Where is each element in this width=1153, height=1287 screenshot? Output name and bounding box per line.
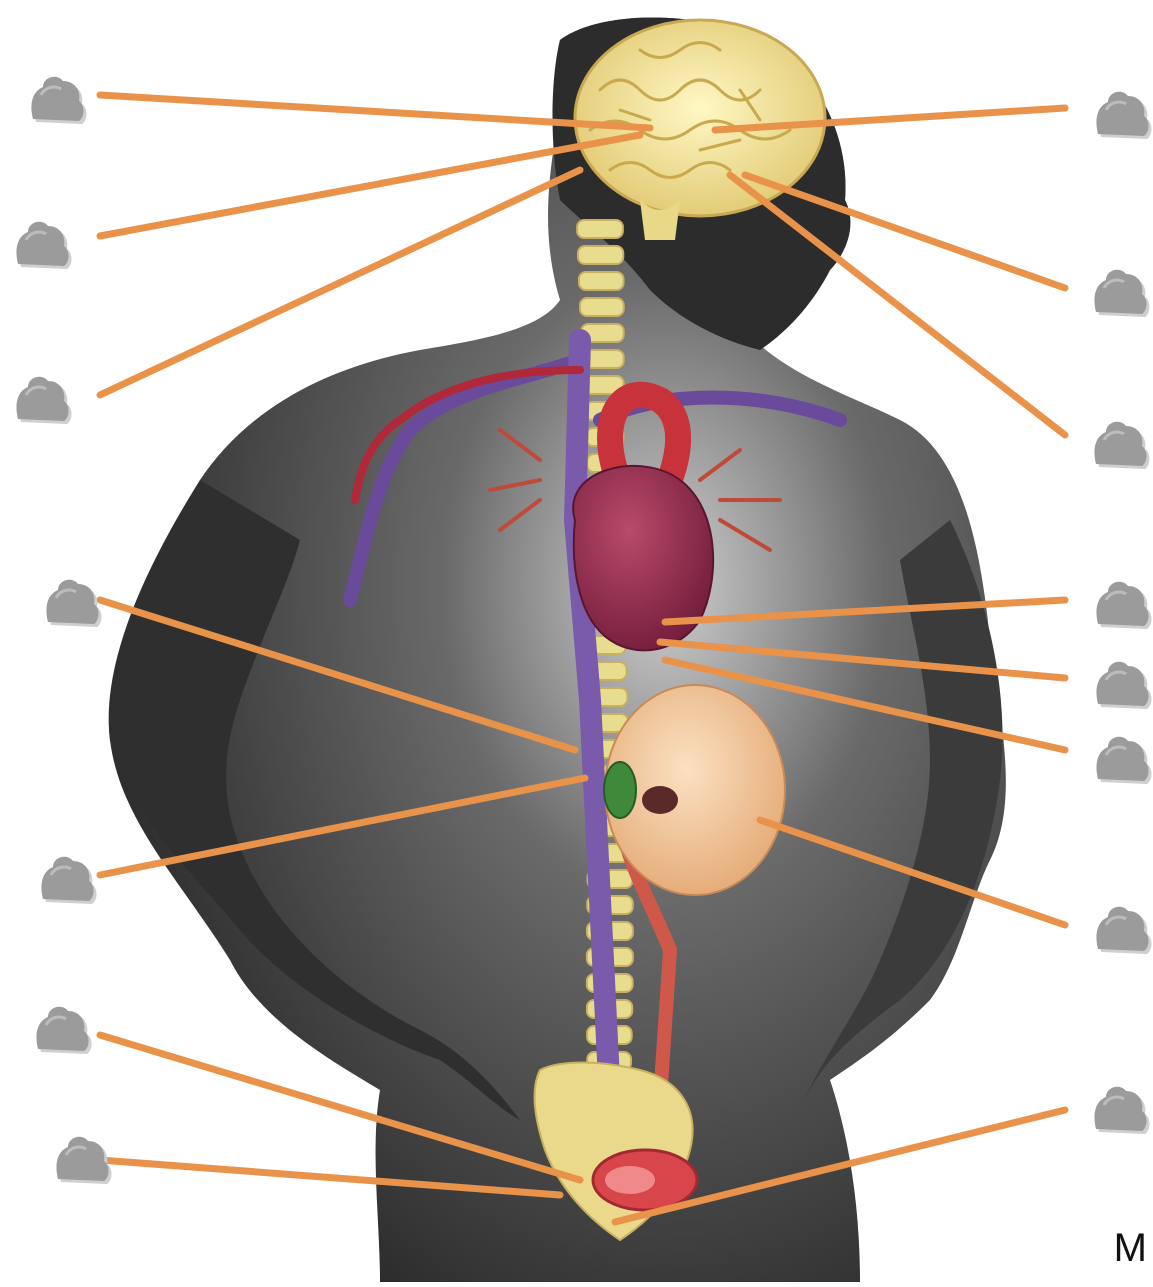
- vertebra: [577, 220, 623, 238]
- label-marker-icon[interactable]: [41, 857, 96, 904]
- label-marker-icon[interactable]: [1096, 662, 1151, 709]
- vertebra: [578, 246, 623, 264]
- label-marker-icon[interactable]: [1096, 92, 1151, 139]
- label-marker-icon[interactable]: [1094, 1087, 1149, 1134]
- vertebra: [579, 272, 624, 290]
- label-marker-icon[interactable]: [1096, 737, 1151, 784]
- label-marker-icon[interactable]: [1096, 907, 1151, 954]
- vertebra: [580, 298, 624, 316]
- label-marker-icon[interactable]: [1094, 270, 1149, 317]
- label-marker-icon[interactable]: [36, 1007, 91, 1054]
- bladder-opening: [605, 1166, 655, 1194]
- label-marker-icon[interactable]: [16, 222, 71, 269]
- label-marker-icon[interactable]: [46, 580, 101, 627]
- label-marker-icon[interactable]: [56, 1137, 111, 1184]
- stomach-opening: [642, 786, 678, 814]
- label-marker-icon[interactable]: [16, 377, 71, 424]
- gallbladder: [604, 762, 636, 818]
- label-marker-icon[interactable]: [1096, 582, 1151, 629]
- corner-letter: M: [1114, 1228, 1147, 1268]
- label-marker-icon[interactable]: [1094, 422, 1149, 469]
- label-marker-icon[interactable]: [31, 77, 86, 124]
